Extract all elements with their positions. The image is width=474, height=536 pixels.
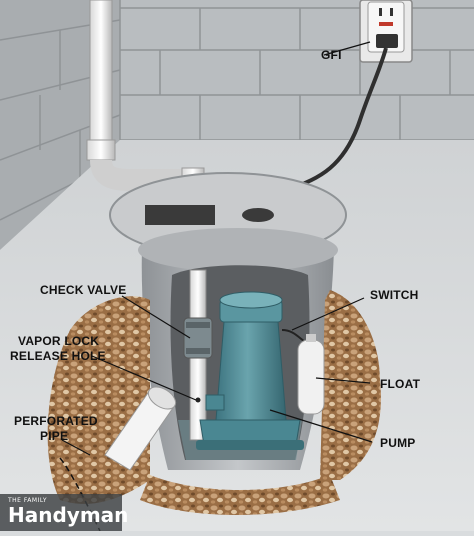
label-perforated-line1: PERFORATED xyxy=(14,414,98,428)
label-check-valve: CHECK VALVE xyxy=(40,283,127,297)
pump xyxy=(196,291,304,450)
label-float: FLOAT xyxy=(380,377,421,391)
label-switch: SWITCH xyxy=(370,288,419,302)
leader-lines xyxy=(61,41,373,456)
label-gfi: GFI xyxy=(321,48,342,62)
internal-pipe xyxy=(183,269,213,441)
brand-small-text: THE FAMILY xyxy=(8,497,48,504)
label-vapor-lock-line2: RELEASE HOLE xyxy=(10,349,106,363)
lid-opening xyxy=(145,205,215,225)
label-perforated-line2: PIPE xyxy=(40,429,69,443)
brand-name: Handyman xyxy=(8,503,129,527)
label-pump: PUMP xyxy=(380,436,416,450)
perforated-pipe xyxy=(104,386,177,471)
float-switch xyxy=(281,329,325,415)
gfi-outlet xyxy=(359,0,413,63)
label-vapor-lock-line1: VAPOR LOCK xyxy=(18,334,100,348)
brand-badge xyxy=(0,494,122,531)
